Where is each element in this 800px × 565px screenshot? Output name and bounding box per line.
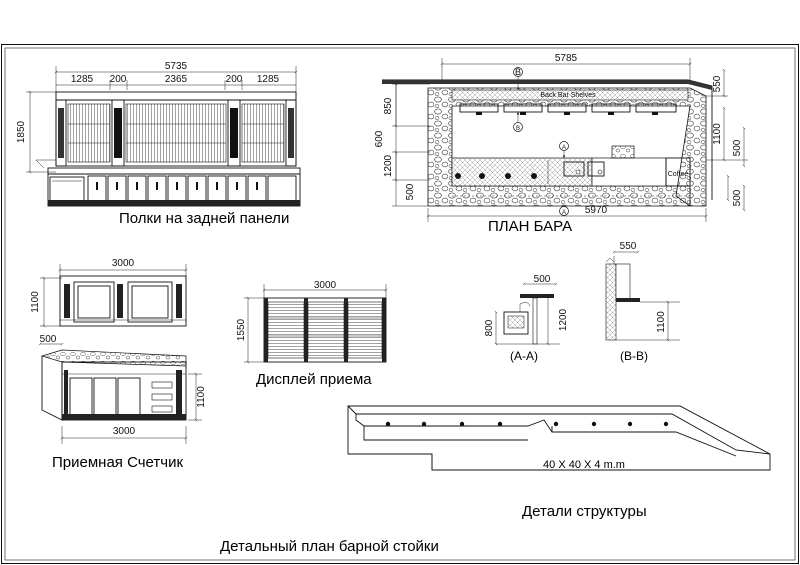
- tube-spec-label: 40 X 40 X 4 m.m: [543, 459, 625, 471]
- bar-plan-left-dim-2: 600: [374, 130, 385, 147]
- back-panel-dim-5: 1285: [257, 74, 280, 85]
- marker-b-label-bottom: B: [516, 126, 520, 132]
- counter-3d-height-dim: 1100: [196, 386, 207, 408]
- bar-plan-left-dim-4: 500: [405, 183, 416, 200]
- bar-plan-bottom-dim: 5970: [585, 205, 608, 216]
- caption-section-bb: (B-B): [620, 349, 648, 363]
- back-panel-dim-4: 200: [226, 74, 243, 85]
- back-panel-total-dim: 5735: [165, 61, 188, 72]
- back-panel-height-dim: 1850: [16, 120, 27, 143]
- display-width-dim: 3000: [314, 280, 337, 291]
- caption-section-aa: (A-A): [510, 349, 538, 363]
- back-panel-dim-2: 200: [110, 74, 127, 85]
- section-aa-h1-dim: 800: [484, 319, 495, 336]
- sheet-inner-border: [4, 47, 796, 561]
- section-marker-b-top: [513, 67, 523, 77]
- marker-b-label-top: B: [515, 67, 521, 77]
- caption-reception-counter: Приемная Счетчик: [52, 454, 183, 471]
- structure-details: 40 X 40 X 4 m.m: [347, 405, 771, 471]
- section-bb-height-dim: 1100: [656, 311, 667, 333]
- section-aa-h2-dim: 1200: [558, 308, 569, 331]
- counter-3d-depth-dim: 500: [40, 334, 57, 345]
- display-height-dim: 1550: [236, 318, 247, 341]
- bar-plan-drawing: 5785 B Back Bar Shelves B A: [374, 53, 748, 222]
- bar-plan-right-dim-4: 500: [732, 189, 743, 206]
- sheet-title: Детальный план барной стойки: [220, 538, 439, 555]
- reception-counter-front: 3000 1100: [30, 258, 188, 328]
- bar-plan-left-dim-3: 1200: [383, 154, 394, 177]
- section-aa-width-dim: 500: [534, 274, 551, 285]
- back-panel-dim-1: 1285: [71, 74, 94, 85]
- back-bar-shelves-label: Back Bar Shelves: [540, 92, 596, 99]
- section-bb: 550 1100: [605, 241, 680, 342]
- counter-front-width-dim: 3000: [112, 258, 135, 269]
- section-marker-a-top: [559, 141, 569, 151]
- section-marker-b-bottom: [513, 122, 523, 132]
- bar-plan-right-dim-3: 500: [732, 139, 743, 156]
- back-panel-elevation: 5735 1285 200 2365 200 1285 1850: [16, 61, 301, 207]
- caption-back-panel: Полки на задней панели: [119, 210, 289, 227]
- marker-a-label-top: A: [562, 145, 566, 151]
- caption-bar-plan: ПЛАН БАРА: [488, 218, 572, 235]
- bar-plan-right-dim-1: 550: [712, 75, 723, 92]
- back-panel-dim-3: 2365: [165, 74, 188, 85]
- counter-front-height-dim: 1100: [30, 291, 41, 313]
- bar-plan-top-dim: 5785: [555, 53, 578, 64]
- reception-counter-3d: 500 1100 3000: [38, 334, 207, 444]
- marker-a-label-bottom: A: [562, 210, 566, 216]
- section-aa: 500 800 1200: [484, 274, 569, 346]
- bar-plan-right-dim-2: 1100: [712, 123, 723, 145]
- counter-3d-width-dim: 3000: [113, 426, 136, 437]
- sheet-border: [1, 44, 799, 564]
- coffee-label: Coffee: [668, 171, 689, 178]
- section-bb-width-dim: 550: [620, 241, 637, 252]
- caption-reception-display: Дисплей приема: [256, 371, 372, 388]
- caption-structure-details: Детали структуры: [522, 503, 647, 520]
- bar-plan-left-dim-1: 850: [383, 97, 394, 114]
- reception-display: 3000 1550: [236, 280, 388, 364]
